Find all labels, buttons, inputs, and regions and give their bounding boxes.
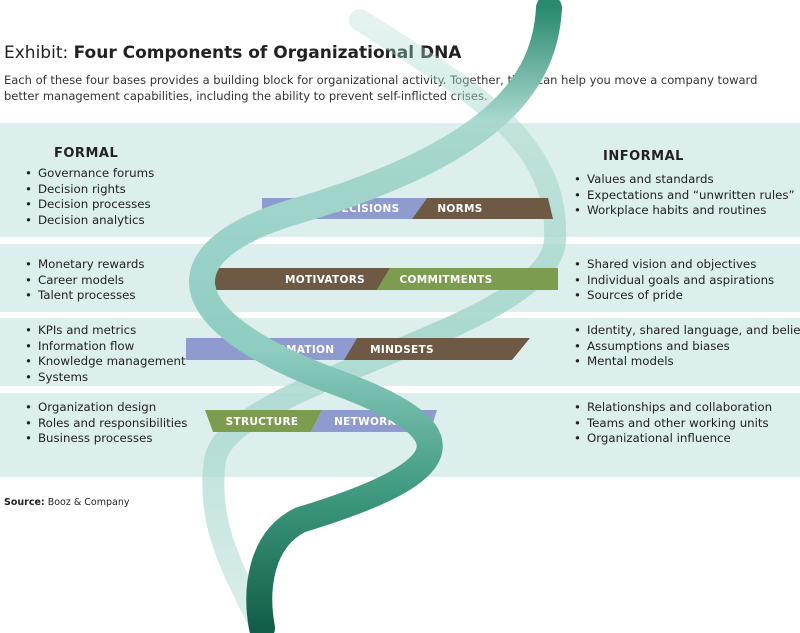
list-item: Knowledge management (25, 354, 186, 370)
label-structure: STRUCTURE (226, 416, 299, 428)
bar-commitments (377, 268, 558, 290)
list-item: Sources of pride (574, 288, 774, 304)
list-item: Values and standards (574, 172, 795, 188)
list-item: Systems (25, 370, 186, 386)
list-item: Workplace habits and routines (574, 203, 795, 219)
list-item: Assumptions and biases (574, 339, 800, 355)
list-item: Expectations and “unwritten rules” (574, 188, 795, 204)
informal-heading: INFORMAL (603, 149, 684, 164)
list-item: Identity, shared language, and beliefs (574, 323, 800, 339)
list-item: Decision processes (25, 197, 154, 213)
formal-list-information: KPIs and metrics Information flow Knowle… (25, 323, 186, 385)
list-item: Monetary rewards (25, 257, 145, 273)
label-commitments: COMMITMENTS (399, 274, 492, 286)
title-prefix: Exhibit: (4, 43, 74, 63)
formal-heading: FORMAL (54, 146, 119, 161)
source-label: Source: (4, 497, 45, 508)
bar-norms (412, 198, 553, 219)
list-item: Decision rights (25, 182, 154, 198)
list-item: Business processes (25, 431, 187, 447)
list-item: Relationships and collaboration (574, 400, 772, 416)
label-networks: NETWORKS (334, 416, 404, 428)
label-motivators: MOTIVATORS (285, 274, 365, 286)
list-item: Information flow (25, 339, 186, 355)
informal-list-norms: Values and standards Expectations and “u… (574, 172, 795, 219)
list-item: Individual goals and aspirations (574, 273, 774, 289)
list-item: Shared vision and objectives (574, 257, 774, 273)
formal-list-motivators: Monetary rewards Career models Talent pr… (25, 257, 145, 304)
label-norms: NORMS (437, 203, 482, 215)
list-item: KPIs and metrics (25, 323, 186, 339)
list-item: Governance forums (25, 166, 154, 182)
helix-front-strand (189, 0, 562, 633)
list-item: Talent processes (25, 288, 145, 304)
list-item: Decision analytics (25, 213, 154, 229)
formal-list-decisions: Governance forums Decision rights Decisi… (25, 166, 154, 228)
base-pair-motivators[interactable]: MOTIVATORS COMMITMENTS (194, 268, 558, 290)
list-item: Teams and other working units (574, 416, 772, 432)
list-item: Career models (25, 273, 145, 289)
list-item: Roles and responsibilities (25, 416, 188, 432)
source-note: Source: Booz & Company (4, 497, 130, 508)
bar-structure (205, 410, 322, 432)
bar-motivators (194, 268, 390, 290)
list-item: Organization design (25, 400, 187, 416)
source-text: Booz & Company (44, 497, 130, 508)
list-item: Organizational influence (574, 431, 772, 447)
informal-list-commitments: Shared vision and objectives Individual … (574, 257, 774, 304)
informal-list-networks: Relationships and collaboration Teams an… (574, 400, 772, 447)
formal-list-structure: Organization design Roles and responsibi… (25, 400, 188, 447)
list-item: Mental models (574, 354, 800, 370)
title-main: Four Components of Organizational DNA (73, 43, 462, 63)
informal-list-mindsets: Identity, shared language, and beliefs A… (574, 323, 800, 370)
bar-mindsets (344, 338, 530, 360)
exhibit-subtitle: Each of these four bases provides a buil… (4, 73, 758, 103)
exhibit-title: Exhibit: Four Components of Organization… (4, 43, 461, 63)
label-mindsets: MINDSETS (370, 344, 434, 356)
